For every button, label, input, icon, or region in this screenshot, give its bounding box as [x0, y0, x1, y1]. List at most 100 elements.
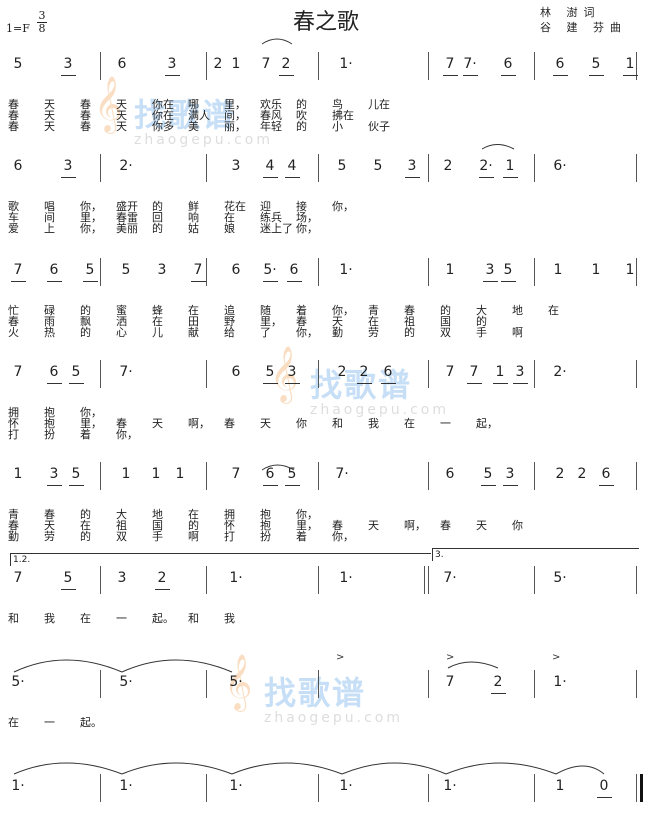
- note: 1: [495, 364, 505, 380]
- lyric-syllable: 春: [80, 120, 91, 133]
- note: 5: [71, 466, 81, 482]
- lyric-syllable: 儿在: [368, 98, 390, 111]
- note: 7: [193, 262, 203, 278]
- barline: [636, 258, 637, 286]
- lyric-syllable: 盛开: [116, 200, 138, 213]
- lyric-syllable: 春: [8, 315, 19, 328]
- note: 6: [231, 364, 241, 380]
- lyric-syllable: 洒: [116, 315, 127, 328]
- note: 1: [553, 262, 563, 278]
- note: 2·: [553, 364, 567, 380]
- lyric-syllable: 了: [260, 326, 271, 339]
- lyric-syllable: 天: [116, 98, 127, 111]
- barline: [534, 154, 535, 182]
- lyric-syllable: 献: [188, 326, 199, 339]
- lyricist-credit: 林 澍词: [540, 6, 601, 19]
- barline: [318, 670, 319, 698]
- note: 7: [261, 56, 271, 72]
- lyric-syllable: 地: [152, 508, 163, 521]
- lyric-syllable: 着: [296, 304, 307, 317]
- lyric-syllable: 的: [80, 508, 91, 521]
- note: 3: [407, 158, 417, 174]
- lyric-syllable: 扮: [44, 428, 55, 441]
- barline: [534, 52, 535, 80]
- lyric-syllable: 的: [188, 519, 199, 532]
- note: 2: [577, 466, 587, 482]
- lyric-syllable: 热: [44, 326, 55, 339]
- lyric-syllable: 春: [44, 508, 55, 521]
- barline: [428, 360, 429, 388]
- lyric-syllable: 你在: [152, 98, 174, 111]
- lyric-syllable: 我: [368, 417, 379, 430]
- lyric-syllable: 拂在: [332, 109, 354, 122]
- note-underline: [493, 383, 508, 384]
- lyric-syllable: 迎: [260, 200, 271, 213]
- note: 5: [483, 466, 493, 482]
- barline: [206, 52, 207, 80]
- barline: [206, 566, 207, 594]
- barline: [534, 462, 535, 490]
- note: 1: [121, 466, 131, 482]
- barline: [428, 462, 429, 490]
- note-underline: [61, 75, 76, 76]
- barline: [534, 566, 535, 594]
- lyric-syllable: 春: [80, 109, 91, 122]
- note: 3: [167, 56, 177, 72]
- lyric-syllable: 的: [296, 120, 307, 133]
- lyric-syllable: 火: [8, 326, 19, 339]
- note: 5·: [229, 674, 243, 690]
- barline: [206, 154, 207, 182]
- lyric-syllable: 丽，: [224, 120, 246, 133]
- lyric-syllable: 手: [152, 530, 163, 543]
- volta-first-label: 1.2.: [13, 555, 31, 565]
- note: 2: [281, 56, 291, 72]
- note: 1·: [339, 570, 353, 586]
- lyric-syllable: 和: [188, 612, 199, 625]
- lyric-syllable: 啊，: [404, 519, 426, 532]
- note: 1: [175, 466, 185, 482]
- lyric-syllable: 大: [116, 508, 127, 521]
- barline: [428, 774, 429, 802]
- barline: [640, 774, 643, 802]
- note-underline: [279, 75, 294, 76]
- barline: [636, 360, 637, 388]
- lyric-syllable: 里，: [80, 211, 102, 224]
- note-underline: [599, 485, 614, 486]
- barline: [100, 774, 101, 802]
- lyric-syllable: 你多: [152, 120, 174, 133]
- lyric-syllable: 响: [188, 211, 199, 224]
- note: 5: [63, 570, 73, 586]
- note-underline: [61, 589, 76, 590]
- note: 3: [157, 262, 167, 278]
- note: 1: [445, 262, 455, 278]
- lyric-syllable: 在: [152, 315, 163, 328]
- lyric-syllable: 年轻: [260, 120, 282, 133]
- note: 7·: [335, 466, 349, 482]
- barline: [206, 258, 207, 286]
- note: 1: [625, 262, 635, 278]
- note: 1·: [443, 778, 457, 794]
- lyric-syllable: 和: [8, 612, 19, 625]
- lyric-syllable: 里，: [224, 98, 246, 111]
- note: 6: [49, 364, 59, 380]
- note: 0: [599, 778, 609, 794]
- lyric-syllable: 鲜: [188, 200, 199, 213]
- lyric-syllable: 着: [296, 530, 307, 543]
- note-underline: [47, 281, 62, 282]
- lyric-syllable: 你，: [332, 200, 354, 213]
- note-underline: [83, 281, 98, 282]
- lyric-syllable: 春: [8, 109, 19, 122]
- lyric-syllable: 美丽: [116, 222, 138, 235]
- lyric-syllable: 你，: [332, 304, 354, 317]
- note-underline: [463, 75, 478, 76]
- lyric-syllable: 天: [44, 109, 55, 122]
- note: 7: [13, 262, 23, 278]
- note-underline: [483, 281, 498, 282]
- barline: [636, 566, 637, 594]
- lyric-syllable: 劳: [368, 326, 379, 339]
- lyric-syllable: 唱: [44, 200, 55, 213]
- note: 4: [265, 158, 275, 174]
- lyric-syllable: 春: [8, 120, 19, 133]
- lyric-syllable: 在: [404, 417, 415, 430]
- note: 7: [445, 56, 455, 72]
